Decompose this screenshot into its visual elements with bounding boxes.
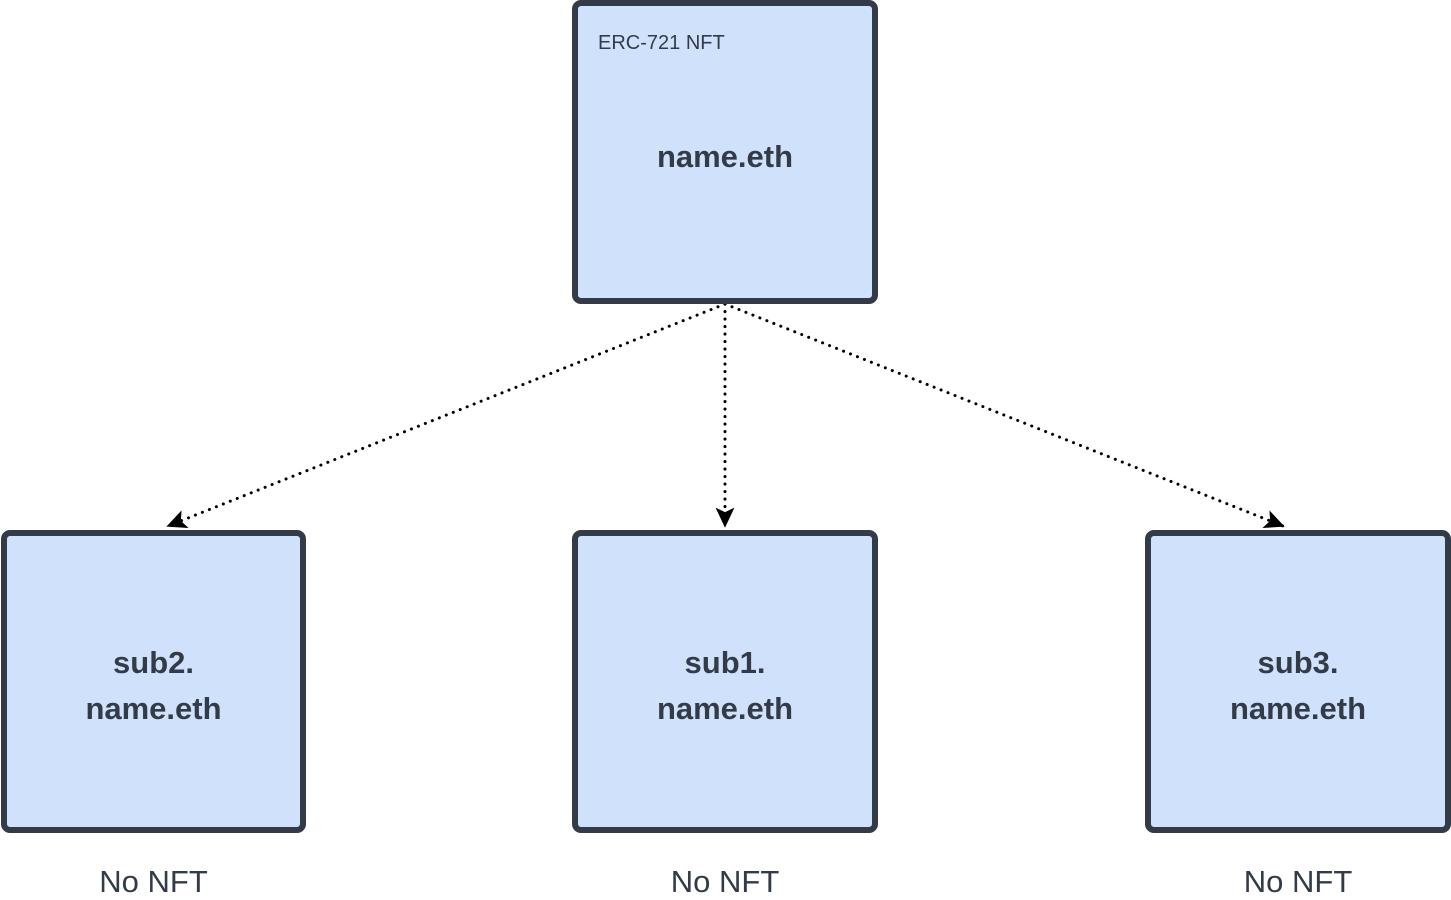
- edge-root-to-sub3: [723, 302, 1285, 528]
- edge-root-to-sub2: [166, 302, 727, 528]
- node-sub1-name-eth[interactable]: sub1. name.eth: [572, 530, 878, 833]
- node-sub1-title: sub1. name.eth: [656, 645, 794, 726]
- node-sub3-name-eth[interactable]: sub3. name.eth: [1145, 530, 1451, 833]
- node-sub3-title: sub3. name.eth: [1229, 645, 1367, 726]
- node-name-eth[interactable]: ERC-721 NFT name.eth: [572, 0, 878, 304]
- node-sub1-caption: No NFT: [670, 864, 780, 899]
- node-sub2-name-eth[interactable]: sub2. name.eth: [1, 530, 306, 833]
- node-sub2-title: sub2. name.eth: [85, 645, 222, 726]
- node-sub3-caption: No NFT: [1243, 864, 1353, 899]
- node-sub2-caption: No NFT: [99, 864, 208, 899]
- node-root-title: name.eth: [656, 139, 794, 174]
- node-root-nft-tag: ERC-721 NFT: [598, 32, 725, 54]
